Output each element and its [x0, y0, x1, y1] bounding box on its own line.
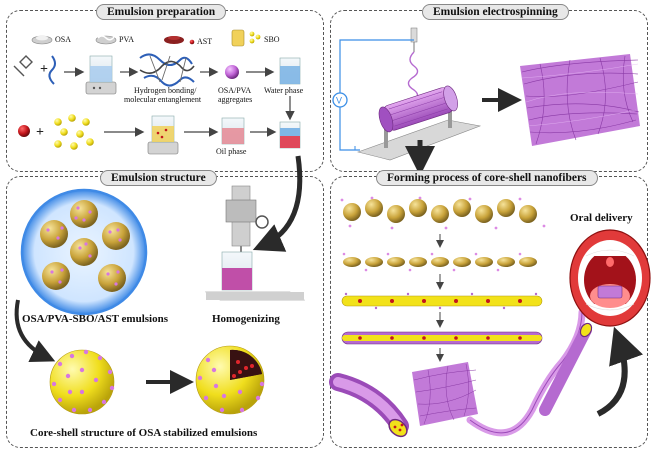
to-mouth-arrow	[598, 338, 625, 414]
water-phase-label: Water phase	[264, 86, 303, 95]
voltage-circuit: V	[333, 40, 414, 150]
hbond-label-2: molecular entanglement	[124, 95, 201, 104]
emulsion-structure-title: Emulsion structure	[100, 170, 217, 186]
polymer-jet	[408, 52, 417, 102]
pva-chain-icon	[49, 56, 55, 84]
hbond-label-1: Hydrogen bonding/	[134, 86, 196, 95]
fiber-row-4	[342, 332, 542, 344]
ast-sphere	[18, 125, 30, 137]
small-nanofiber-mat	[412, 362, 478, 426]
curved-arrow-left	[17, 300, 48, 358]
pva-powder-icon	[96, 36, 116, 44]
fiber-row-3	[342, 293, 542, 309]
water-phase-beaker	[280, 58, 300, 84]
homogenizer-device	[206, 186, 304, 300]
emulsion-electrospinning-title: Emulsion electrospinning	[422, 4, 569, 20]
water-beaker-stirrer	[86, 56, 116, 94]
oil-phase-beaker	[222, 118, 244, 144]
to-homogenizer-arrow	[262, 156, 300, 246]
mouth-illustration	[570, 230, 650, 326]
core-shell-fiber-tube	[338, 382, 410, 440]
sbo-droplets	[54, 114, 94, 150]
svg-text:V: V	[336, 96, 342, 106]
plus-sign-2: +	[36, 125, 44, 140]
aggregate-sphere	[225, 65, 239, 79]
ast-label: AST	[197, 37, 212, 46]
core-shell-structure-label: Core-shell structure of OSA stabilized e…	[30, 427, 257, 439]
osa-chain-icon	[14, 56, 32, 76]
sbo-oil-icon	[232, 30, 260, 46]
emulsion-droplet-whole	[50, 350, 114, 414]
osa-label: OSA	[55, 35, 71, 44]
particle-row-2	[343, 253, 537, 272]
particle-row-1	[338, 196, 548, 230]
aggregates-label-2: aggregates	[218, 95, 252, 104]
molecular-entanglement-icon	[140, 54, 194, 85]
oral-delivery-label: Oral delivery	[570, 212, 633, 224]
osa-powder-icon	[32, 36, 52, 44]
emulsions-label: OSA/PVA-SBO/AST emulsions	[22, 313, 168, 325]
aggregates-label-1: OSA/PVA	[218, 86, 251, 95]
pva-label: PVA	[119, 35, 134, 44]
forming-process-title: Forming process of core-shell nanofibers	[376, 170, 598, 186]
plus-sign: +	[40, 62, 48, 77]
ast-powder-icon	[164, 36, 194, 44]
homogenizing-label: Homogenizing	[212, 313, 280, 325]
mixed-phase-beaker	[280, 122, 300, 148]
sbo-label: SBO	[264, 35, 280, 44]
nanofiber-mat	[520, 54, 640, 146]
emulsion-preparation-title: Emulsion preparation	[96, 4, 226, 20]
oil-phase-label: Oil phase	[216, 147, 246, 156]
oil-beaker-stirrer	[148, 116, 178, 154]
upright-fiber	[545, 321, 594, 410]
core-shell-droplet-cutaway	[196, 346, 264, 414]
